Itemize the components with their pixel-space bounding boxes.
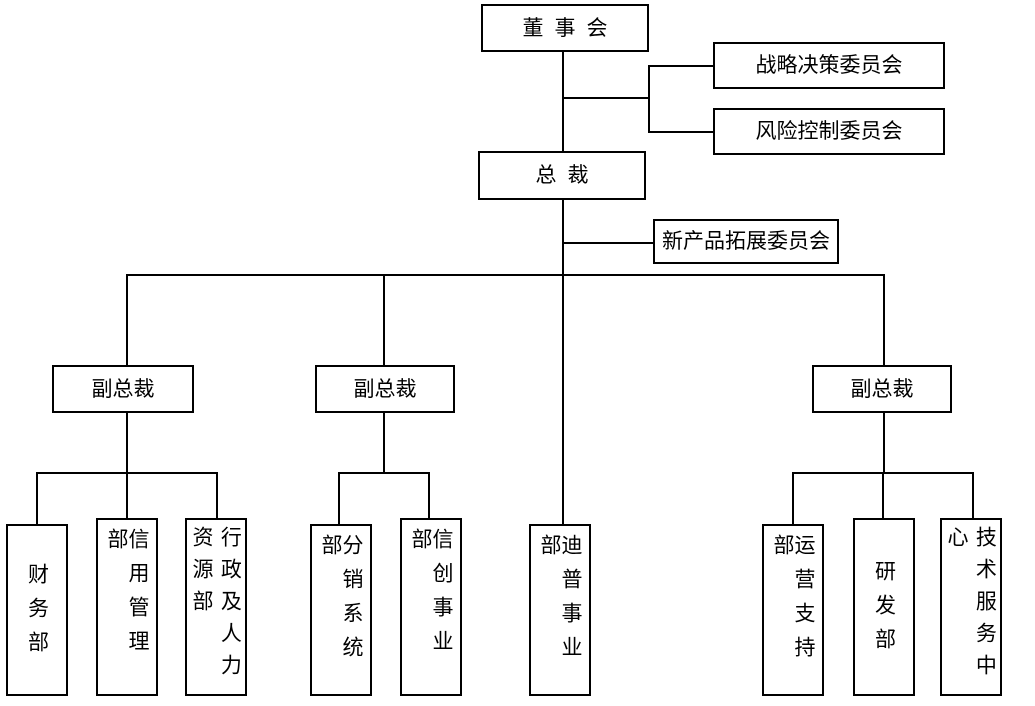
node-department-dptech-division[interactable]: 迪普事业部 xyxy=(529,524,591,696)
connector-board-to-committee-stub xyxy=(562,97,650,99)
connector-president-spine xyxy=(562,200,564,525)
connector-president-to-newproduct-committee xyxy=(562,242,654,244)
node-department-operation-support[interactable]: 运营支持部 xyxy=(762,524,824,696)
node-department-research-development[interactable]: 研发部 xyxy=(853,518,915,696)
node-vice-president-middle[interactable]: 副总裁 xyxy=(315,365,455,413)
connector-vp-middle-drop-1 xyxy=(338,472,340,525)
connector-vp-middle-drop-2 xyxy=(428,472,430,525)
node-new-product-committee[interactable]: 新产品拓展委员会 xyxy=(653,219,839,264)
node-vice-president-right[interactable]: 副总裁 xyxy=(812,365,952,413)
node-strategy-committee[interactable]: 战略决策委员会 xyxy=(713,42,945,89)
connector-bus-to-vp-right xyxy=(883,274,885,365)
connector-vp-right-stem xyxy=(883,413,885,474)
connector-vp-middle-bus xyxy=(338,472,430,474)
connector-bus-to-vp-left xyxy=(126,274,128,365)
connector-vp-left-drop-1 xyxy=(36,472,38,525)
connector-vp-right-drop-1 xyxy=(792,472,794,525)
node-president[interactable]: 总裁 xyxy=(478,151,646,200)
connector-bus-to-vp-middle xyxy=(383,274,385,365)
connector-vp-middle-stem xyxy=(383,413,385,474)
node-board-of-directors[interactable]: 董事会 xyxy=(481,4,649,52)
connector-board-to-president xyxy=(562,52,564,152)
connector-elbow-to-risk-committee xyxy=(648,131,714,133)
connector-vp-left-stem xyxy=(126,413,128,474)
connector-vp-right-drop-3 xyxy=(972,472,974,525)
node-department-distribution-system[interactable]: 分销系统部 xyxy=(310,524,372,696)
connector-vp-left-drop-3 xyxy=(216,472,218,525)
node-department-technical-service-center[interactable]: 技术服务中心 xyxy=(940,518,1002,696)
node-department-xinchuang-division[interactable]: 信创事业部 xyxy=(400,518,462,696)
node-risk-committee[interactable]: 风险控制委员会 xyxy=(713,108,945,155)
connector-vp-right-drop-2 xyxy=(882,472,884,525)
node-vice-president-left[interactable]: 副总裁 xyxy=(52,365,194,413)
node-department-admin-hr[interactable]: 行政及人力资源部 xyxy=(185,518,247,696)
connector-vp-bus xyxy=(126,274,885,276)
node-department-finance[interactable]: 财务部 xyxy=(6,524,68,696)
node-department-credit-management[interactable]: 信用管理部 xyxy=(96,518,158,696)
connector-committee-elbow xyxy=(648,66,650,132)
connector-elbow-to-strategy-committee xyxy=(648,65,714,67)
connector-vp-left-drop-2 xyxy=(126,472,128,525)
